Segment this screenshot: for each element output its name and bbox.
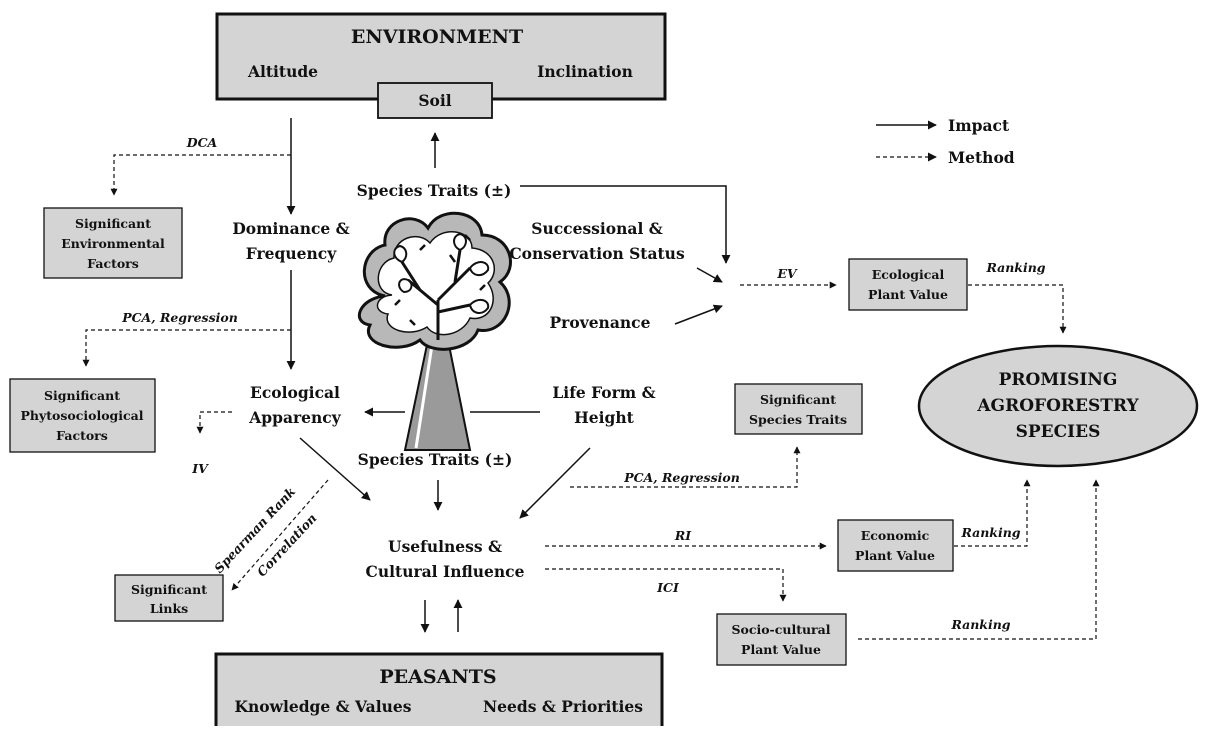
spearman-arrow	[231, 479, 329, 591]
phyto-factors-line-2: Phytosociological	[21, 408, 144, 423]
ici-arrow	[545, 568, 787, 602]
altitude-label: Altitude	[247, 62, 318, 81]
legend-impact-label: Impact	[948, 116, 1010, 135]
ranking-arrow-2	[954, 479, 1031, 547]
ranking-label-3: Ranking	[950, 617, 1010, 632]
ranking-arrow-3	[858, 479, 1100, 640]
arrow-apparency-to-usefulness	[299, 437, 371, 501]
pca-regression-label-2: PCA, Regression	[623, 470, 740, 485]
usefulness-label-2: Cultural Influence	[366, 562, 525, 581]
phyto-factors-line-1: Significant	[44, 388, 120, 403]
links-line-1: Significant	[131, 582, 207, 597]
dominance-label-2: Frequency	[246, 244, 337, 263]
arrow-traits-to-ev	[520, 185, 731, 264]
pca-regression-arrow-1	[82, 329, 291, 367]
economic-value-box: Economic Plant Value	[837, 519, 954, 572]
impact-arrows	[286, 118, 731, 633]
legend: Impact Method	[876, 116, 1015, 167]
dca-label: DCA	[186, 135, 218, 150]
soil-box: Soil	[377, 82, 493, 119]
environment-title: ENVIRONMENT	[351, 26, 523, 48]
env-factors-line-1: Significant	[75, 216, 151, 231]
successional-label-2: Conservation Status	[509, 244, 685, 263]
sociocultural-value-box: Socio-cultural Plant Value	[716, 613, 847, 666]
spearman-label: Spearman Rank	[211, 484, 298, 576]
ecological-apparency-label-2: Apparency	[248, 408, 341, 427]
env-factors-line-3: Factors	[87, 256, 139, 271]
ranking-label-1: Ranking	[985, 260, 1045, 275]
provenance-label: Provenance	[550, 313, 651, 332]
dominance-label-1: Dominance &	[232, 219, 349, 238]
iv-label: IV	[191, 461, 209, 476]
ici-label: ICI	[656, 580, 680, 595]
ecological-apparency-label-1: Ecological	[250, 383, 340, 402]
ranking-arrow-1	[968, 284, 1067, 334]
species-traits-box: Significant Species Traits	[734, 383, 863, 435]
sociocultural-value-line-1: Socio-cultural	[732, 622, 831, 637]
links-box: Significant Links	[114, 574, 224, 622]
pca-regression-label-1: PCA, Regression	[121, 310, 238, 325]
economic-value-line-1: Economic	[861, 528, 930, 543]
needs-label: Needs & Priorities	[483, 697, 643, 716]
soil-label: Soil	[418, 91, 451, 110]
peasants-title: PEASANTS	[379, 666, 496, 688]
arrow-lifeform-to-usefulness	[519, 447, 591, 519]
dca-arrow	[110, 154, 291, 196]
economic-value-line-2: Plant Value	[855, 548, 935, 563]
ranking-label-2: Ranking	[960, 525, 1020, 540]
env-factors-line-2: Environmental	[61, 236, 165, 251]
tree-icon	[357, 211, 512, 451]
sociocultural-value-line-2: Plant Value	[741, 642, 821, 657]
ecological-value-line-1: Ecological	[872, 267, 945, 282]
legend-method-label: Method	[948, 148, 1015, 167]
phyto-factors-box: Significant Phytosociological Factors	[9, 378, 156, 453]
ecological-value-box: Ecological Plant Value	[848, 258, 968, 311]
species-traits-box-line-2: Species Traits	[749, 412, 847, 427]
species-traits-top: Species Traits (±)	[357, 181, 512, 200]
outcome-line-3: SPECIES	[1016, 422, 1101, 442]
phyto-factors-line-3: Factors	[56, 428, 108, 443]
ecological-value-line-2: Plant Value	[868, 287, 948, 302]
inclination-label: Inclination	[537, 62, 633, 81]
outcome-line-2: AGROFORESTRY	[976, 396, 1139, 416]
links-line-2: Links	[150, 601, 188, 616]
arrow-successional-to-ev	[696, 267, 723, 283]
usefulness-label-1: Usefulness &	[388, 537, 502, 556]
arrow-provenance-to-ev	[674, 304, 723, 325]
method-arrows	[82, 154, 1100, 640]
env-factors-box: Significant Environmental Factors	[43, 207, 183, 279]
successional-label-1: Successional &	[531, 219, 662, 238]
species-traits-box-line-1: Significant	[760, 392, 836, 407]
iv-arrow	[196, 411, 232, 434]
knowledge-label: Knowledge & Values	[235, 697, 412, 716]
life-form-label-2: Height	[574, 408, 635, 427]
outcome-ellipse: PROMISING AGROFORESTRY SPECIES	[917, 344, 1199, 468]
peasants-box: PEASANTS Knowledge & Values Needs & Prio…	[214, 652, 664, 730]
outcome-line-1: PROMISING	[999, 370, 1118, 390]
ri-label: RI	[674, 528, 692, 543]
ev-label: EV	[776, 266, 798, 281]
species-traits-mid: Species Traits (±)	[358, 450, 513, 469]
life-form-label-1: Life Form &	[552, 383, 655, 402]
pca-regression-arrow-2	[570, 446, 801, 488]
